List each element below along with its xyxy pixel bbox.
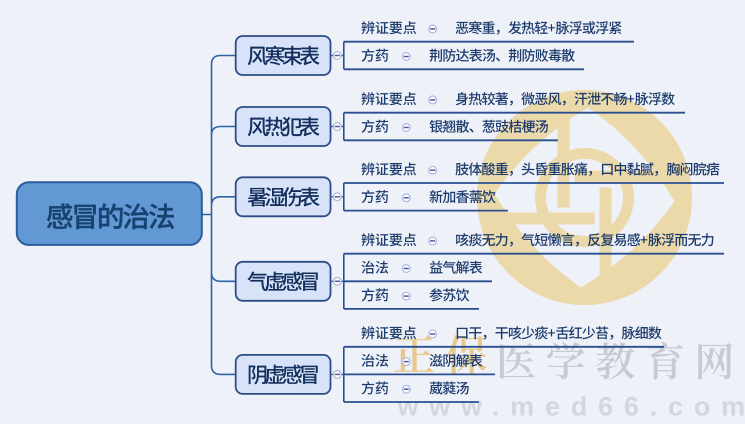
svg-text:www.med66.com: www.med66.com	[397, 391, 745, 419]
